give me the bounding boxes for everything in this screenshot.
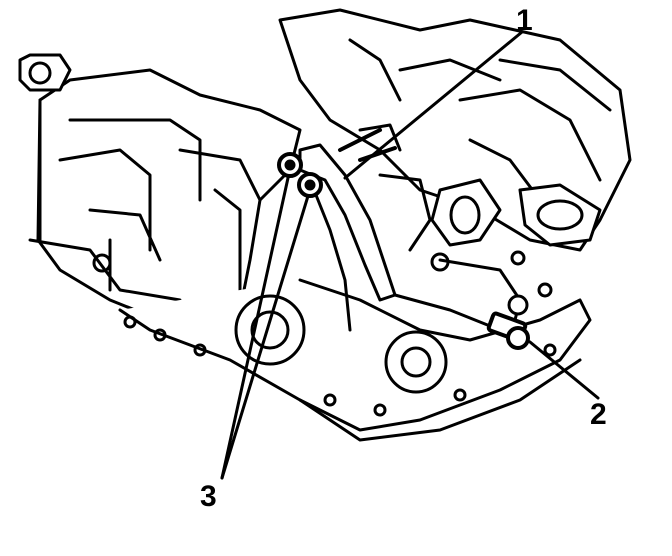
engine-upper-block — [278, 8, 632, 342]
bracket-bolt — [486, 294, 530, 350]
transmission-housing — [18, 53, 302, 332]
callout-3-label: 3 — [200, 480, 217, 513]
bracket-nuts — [277, 152, 323, 198]
callout-1-label: 1 — [516, 4, 533, 37]
callout-leaders — [220, 30, 600, 480]
callout-2-label: 2 — [590, 398, 607, 431]
engine-oil-pan — [118, 278, 592, 442]
